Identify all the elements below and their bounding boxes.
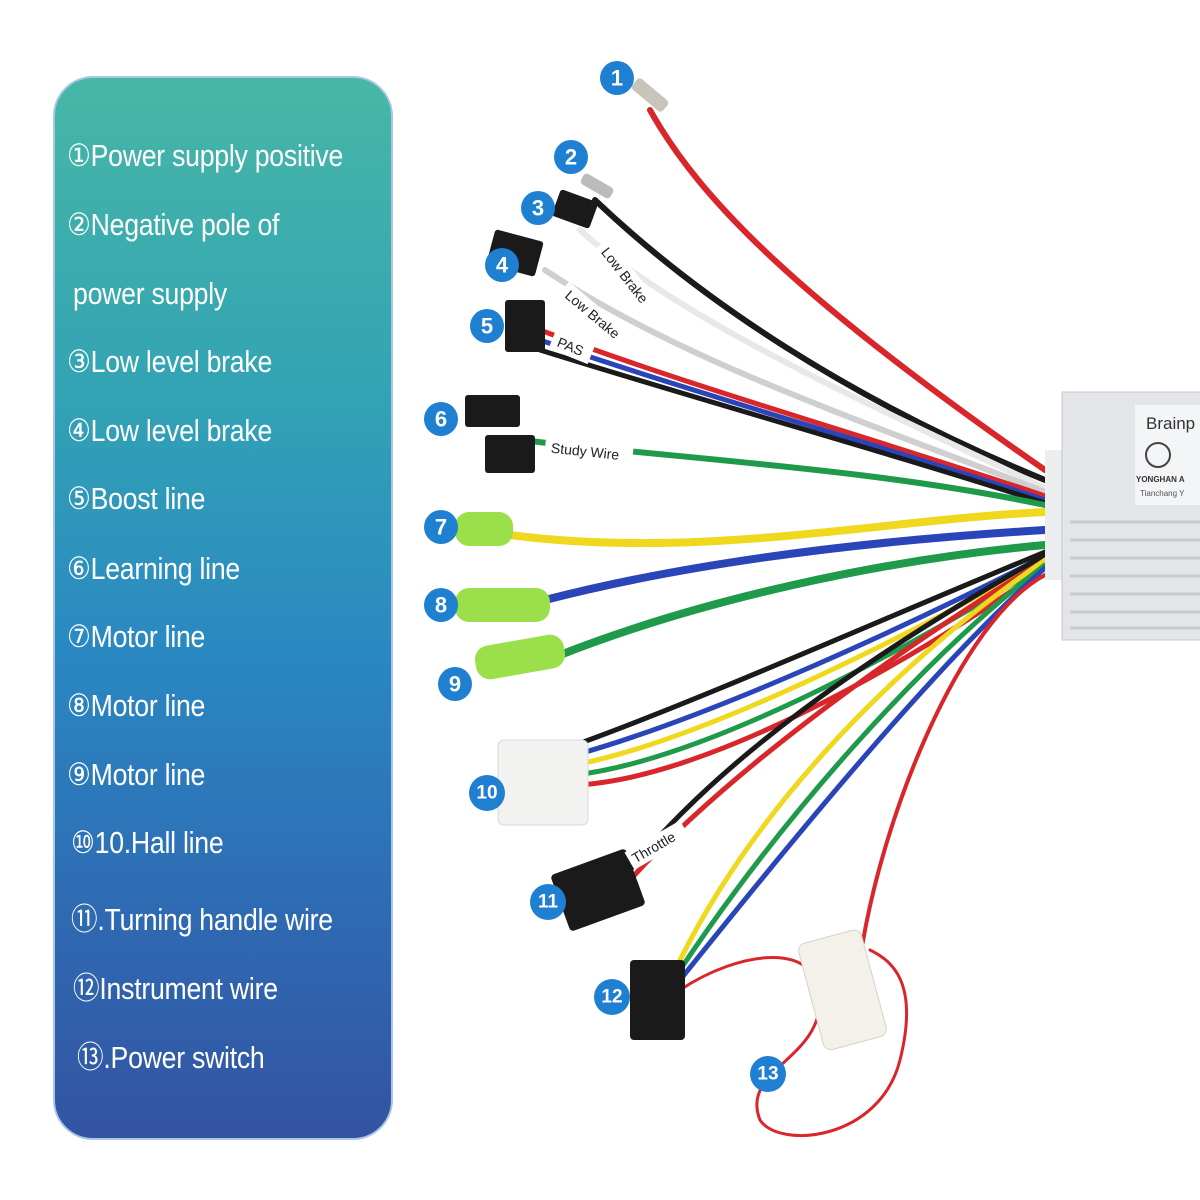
connector-2-terminal	[580, 173, 614, 199]
legend-item-12: ⑫Instrument wire	[73, 971, 278, 1006]
legend-item-6: ⑥Learning line	[67, 551, 240, 586]
wire-black-negative	[592, 197, 1048, 483]
wire-motor-blue	[541, 526, 1049, 604]
svg-text:12: 12	[601, 987, 622, 1008]
wire-hall-black	[572, 549, 1048, 748]
svg-text:9: 9	[449, 672, 461, 697]
legend-item-10: ⑩10.Hall line	[71, 825, 224, 860]
wire-pas-black	[537, 347, 1048, 506]
connector-12-instrument	[630, 960, 685, 1040]
callout-9: 9	[438, 667, 472, 701]
svg-text:6: 6	[435, 407, 447, 432]
wires	[506, 107, 1049, 1138]
wire-red-power	[647, 107, 1048, 473]
wire-pas-blue	[537, 337, 1048, 503]
legend-item-7: ⑦Motor line	[67, 619, 206, 654]
wire-instr-blue	[677, 565, 1048, 983]
connector-10-hall	[497, 739, 589, 826]
connector-11-throttle	[551, 849, 645, 931]
legend-item-11: ⑪.Turning handle wire	[71, 902, 333, 937]
svg-text:5: 5	[481, 314, 493, 339]
wire-instr-green	[677, 562, 1048, 973]
connector-5	[505, 300, 545, 352]
connectors	[455, 78, 887, 1051]
svg-text:13: 13	[757, 1064, 778, 1085]
connector-1-terminal	[631, 78, 669, 112]
controller-box: Brainp YONGHAN A Tianchang Y	[1045, 391, 1200, 641]
connector-9-sleeve	[474, 634, 566, 680]
svg-text:2: 2	[565, 145, 577, 170]
heatsink-fins	[1070, 520, 1200, 630]
callout-1: 1	[600, 61, 634, 95]
connector-13-switch	[798, 929, 887, 1051]
callout-7: 7	[424, 510, 458, 544]
connector-7-sleeve	[455, 512, 513, 546]
wire-motor-green	[556, 541, 1049, 659]
legend-item-2: ②Negative pole of	[67, 207, 280, 242]
svg-text:1: 1	[611, 66, 623, 91]
controller-brand: Brainp	[1146, 414, 1195, 433]
callouts: 1 2 3 4 5 6 7 8 9 10 11 12 13	[424, 61, 786, 1092]
svg-text:10: 10	[476, 783, 497, 804]
svg-text:11: 11	[538, 892, 559, 913]
svg-text:3: 3	[532, 196, 544, 221]
wire-pas-red	[537, 327, 1048, 499]
legend-item-4: ④Low level brake	[67, 413, 273, 448]
legend-item-3: ③Low level brake	[67, 344, 273, 379]
connector-6b	[485, 435, 535, 473]
legend-item-5: ⑤Boost line	[67, 481, 206, 516]
wire-brake-2	[542, 267, 1048, 495]
callout-10: 10	[469, 775, 505, 811]
legend-item-9: ⑨Motor line	[67, 757, 206, 792]
connector-3	[552, 189, 598, 229]
legend-item-1: ①Power supply positive	[67, 138, 344, 173]
callout-6: 6	[424, 402, 458, 436]
controller-city: Tianchang Y	[1140, 489, 1185, 498]
wire-hall-blue	[572, 553, 1048, 758]
wire-switch-red	[858, 573, 1047, 962]
callout-11: 11	[530, 884, 566, 920]
connector-6a	[465, 395, 520, 427]
legend-item-13: ⑬.Power switch	[77, 1040, 265, 1075]
controller-maker: YONGHAN A	[1136, 475, 1185, 484]
tag-study-wire: Study Wire	[550, 440, 620, 463]
callout-3: 3	[521, 191, 555, 225]
callout-8: 8	[424, 588, 458, 622]
maker-logo	[1145, 442, 1171, 468]
callout-4: 4	[485, 248, 519, 282]
wire-throttle-black	[627, 552, 1048, 873]
svg-text:7: 7	[435, 515, 447, 540]
wire-instr-yellow	[677, 557, 1048, 963]
wire-motor-yellow	[506, 508, 1049, 548]
legend-item-8: ⑧Motor line	[67, 688, 206, 723]
svg-text:4: 4	[496, 253, 509, 278]
legend-item-2-cont: power supply	[73, 276, 227, 311]
wire-instr-red-loop	[678, 948, 909, 1138]
connector-8-sleeve	[455, 588, 550, 622]
tag-low-brake-1: Low Brake	[598, 244, 651, 306]
callout-2: 2	[554, 140, 588, 174]
callout-13: 13	[750, 1056, 786, 1092]
callout-12: 12	[594, 979, 630, 1015]
svg-text:8: 8	[435, 593, 447, 618]
callout-5: 5	[470, 309, 504, 343]
legend-panel: ①Power supply positive ②Negative pole of…	[53, 76, 393, 1140]
